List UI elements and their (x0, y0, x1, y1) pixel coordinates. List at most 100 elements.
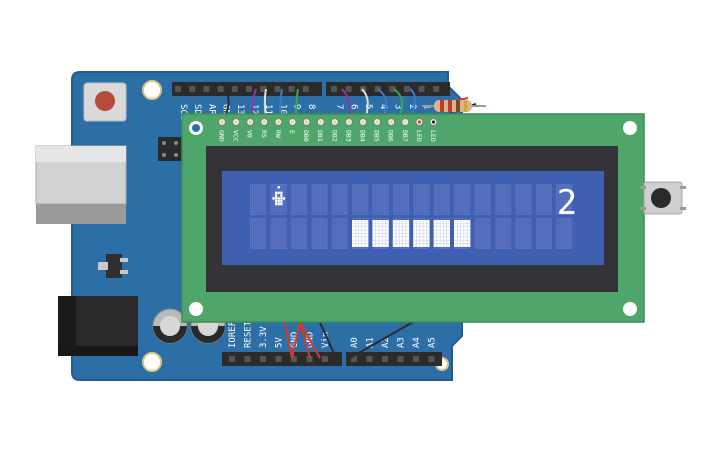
power-header (222, 352, 342, 366)
icsp-header (158, 137, 182, 161)
lcd-cell (290, 184, 308, 215)
pin-hole[interactable] (418, 86, 425, 92)
pin-hole[interactable] (231, 86, 238, 92)
lcd-row1-char: 2 (557, 183, 577, 223)
pin-label: 2 (407, 104, 417, 109)
pin-hole[interactable] (302, 86, 309, 92)
lcd-cell (556, 184, 573, 215)
lcd-pin-label: VCC (232, 130, 240, 142)
pin-hole[interactable] (366, 356, 373, 362)
pin-label: SCL (178, 104, 188, 120)
lcd-mount-hole (623, 302, 637, 316)
pin-label: Vin (321, 332, 331, 348)
lcd-cell (331, 184, 348, 215)
digital-pin-holes[interactable] (175, 86, 440, 92)
lcd-pin-label: DB5 (373, 130, 381, 142)
pin-hole[interactable] (331, 86, 337, 92)
pin-hole[interactable] (306, 356, 313, 362)
pin-label: 7 (334, 104, 344, 109)
lcd-pin-label: LED (415, 130, 423, 142)
pin-hole[interactable] (288, 86, 295, 92)
pin-hole[interactable] (322, 356, 328, 362)
lcd-mount-hole (623, 121, 637, 135)
lcd-cell (250, 184, 267, 215)
voltage-regulator (98, 254, 128, 278)
mounting-hole (142, 80, 162, 100)
resistor[interactable] (422, 100, 486, 112)
pin-label: A4 (412, 337, 422, 348)
pin-label: A1 (366, 337, 376, 348)
lcd-cell (535, 184, 552, 215)
lcd-cell (515, 218, 532, 249)
lcd-cell (433, 184, 450, 215)
lcd-pin-label: LED (429, 130, 437, 142)
lcd-pin-label: DB6 (387, 130, 395, 142)
pin-label: 11 (263, 104, 273, 115)
dc-power-jack[interactable] (58, 296, 138, 356)
pin-label: 6 (349, 104, 359, 109)
pin-hole[interactable] (351, 356, 357, 362)
pin-hole[interactable] (413, 356, 419, 362)
mounting-hole (142, 352, 162, 372)
lcd-pin-label: DB4 (359, 130, 367, 142)
lcd-pin-label: GND (218, 130, 226, 142)
lcd-cell (311, 218, 328, 249)
lcd-cell (556, 218, 573, 249)
pin-label: 8 (306, 104, 316, 109)
pin-hole[interactable] (428, 356, 435, 362)
pin-label: 4 (378, 104, 388, 109)
pin-hole[interactable] (345, 86, 352, 92)
pin-label: A2 (381, 337, 391, 348)
lcd-mount-hole (189, 302, 203, 316)
lcd-cell (413, 184, 430, 215)
pin-label: 3.3V (259, 326, 269, 348)
pin-label: A0 (350, 337, 360, 348)
pin-label: SDA (192, 104, 202, 121)
pin-label: GND (290, 332, 300, 348)
pin-label: 3 (392, 104, 402, 109)
pin-hole[interactable] (260, 86, 267, 92)
pin-hole[interactable] (244, 356, 251, 362)
pushbutton[interactable] (640, 181, 686, 215)
pin-hole[interactable] (382, 356, 388, 362)
pin-hole[interactable] (260, 356, 266, 362)
lcd-cell (494, 218, 512, 249)
lcd-cell (494, 184, 512, 215)
lcd-cell (392, 184, 410, 215)
lcd-cell (270, 218, 287, 249)
pin-label: A3 (397, 337, 407, 348)
pin-hole[interactable] (246, 86, 252, 92)
pin-hole[interactable] (217, 86, 224, 92)
reset-button[interactable] (83, 82, 127, 122)
lcd-pin-label: DB1 (316, 130, 324, 142)
lcd-cell (474, 184, 491, 215)
pin-hole[interactable] (203, 86, 210, 92)
lcd-cell (331, 218, 348, 249)
pin-hole[interactable] (404, 86, 410, 92)
lcd-cell (352, 184, 369, 215)
usb-connector[interactable] (35, 145, 127, 224)
lcd-cell (535, 218, 552, 249)
pin-hole[interactable] (274, 86, 281, 92)
pin-hole[interactable] (433, 86, 440, 92)
lcd-cell (515, 184, 532, 215)
power-analog-pin-holes[interactable] (229, 356, 435, 362)
pin-hole[interactable] (397, 356, 404, 362)
pin-label: RESET (244, 320, 254, 348)
pin-hole[interactable] (175, 86, 181, 92)
lcd-pin-label: RW (274, 130, 282, 138)
pin-hole[interactable] (275, 356, 282, 362)
lcd-pin-pads[interactable] (218, 118, 438, 126)
pin-label: IOREF (228, 321, 238, 348)
pin-hole[interactable] (229, 356, 235, 362)
pin-hole[interactable] (389, 86, 396, 92)
lcd-cell (454, 184, 471, 215)
pin-hole[interactable] (189, 86, 196, 92)
pin-label: 5V (275, 337, 285, 348)
pin-hole[interactable] (291, 356, 297, 362)
lcd-cell (372, 184, 389, 215)
pin-hole[interactable] (374, 86, 381, 92)
